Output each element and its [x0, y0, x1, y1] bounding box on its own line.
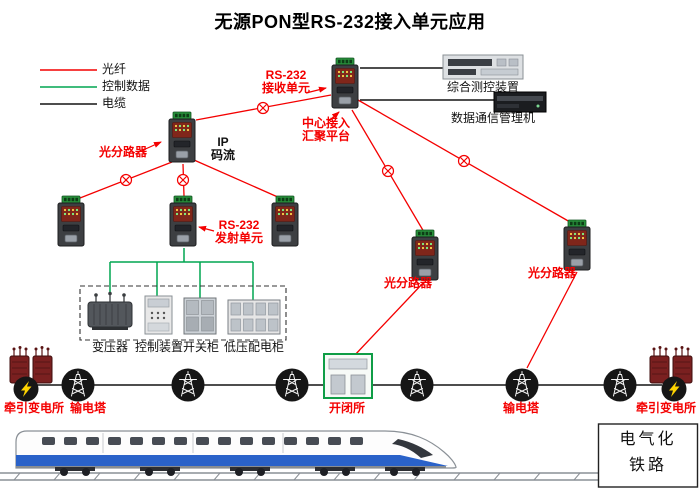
- traction-substation-left-icon: [9, 345, 53, 384]
- control-device-icon: [144, 295, 173, 335]
- switchgear-cabinet-icon: [183, 297, 217, 335]
- splice-connector-icon: [457, 154, 471, 168]
- splice-connector-icon: [381, 164, 395, 178]
- transmission-tower-icon: [400, 368, 434, 402]
- device-terminal-mid: [271, 195, 299, 247]
- page-title: 无源PON型RS-232接入单元应用: [214, 12, 486, 32]
- transmission-tower-icon: [171, 368, 205, 402]
- label-arrows: [140, 86, 340, 232]
- measure-control-device-icon: [442, 54, 524, 80]
- control-data-lines: [109, 248, 254, 300]
- train-illustration: [15, 430, 457, 476]
- equipment-dashed-box: [79, 285, 287, 341]
- legend-line-samples: [40, 69, 97, 105]
- transmission-tower-icon: [275, 368, 309, 402]
- device-rs232-receiver: [331, 57, 359, 109]
- device-rs232-transmitter: [169, 195, 197, 247]
- splice-connector-icon: [176, 173, 190, 187]
- transformer-icon: [87, 291, 133, 330]
- lv-distribution-cabinet-icon: [227, 299, 281, 335]
- device-optical-splitter-mid: [411, 229, 439, 281]
- device-optical-splitter-top: [168, 111, 196, 163]
- device-optical-splitter-right: [563, 219, 591, 271]
- device-terminal-left: [57, 195, 85, 247]
- fiber-lines: [79, 94, 578, 369]
- transmission-tower-icon: [505, 368, 539, 402]
- transmission-tower-icon: [61, 368, 95, 402]
- rail-track: [0, 472, 598, 481]
- lightning-badge-icon: [661, 376, 687, 402]
- splice-connector-icon: [256, 101, 270, 115]
- switching-station-building-icon: [323, 353, 373, 399]
- splice-connector-icon: [119, 173, 133, 187]
- transmission-tower-icon: [603, 368, 637, 402]
- caption-box: [597, 423, 699, 488]
- lightning-badge-icon: [13, 376, 39, 402]
- data-comm-device-icon: [493, 91, 547, 113]
